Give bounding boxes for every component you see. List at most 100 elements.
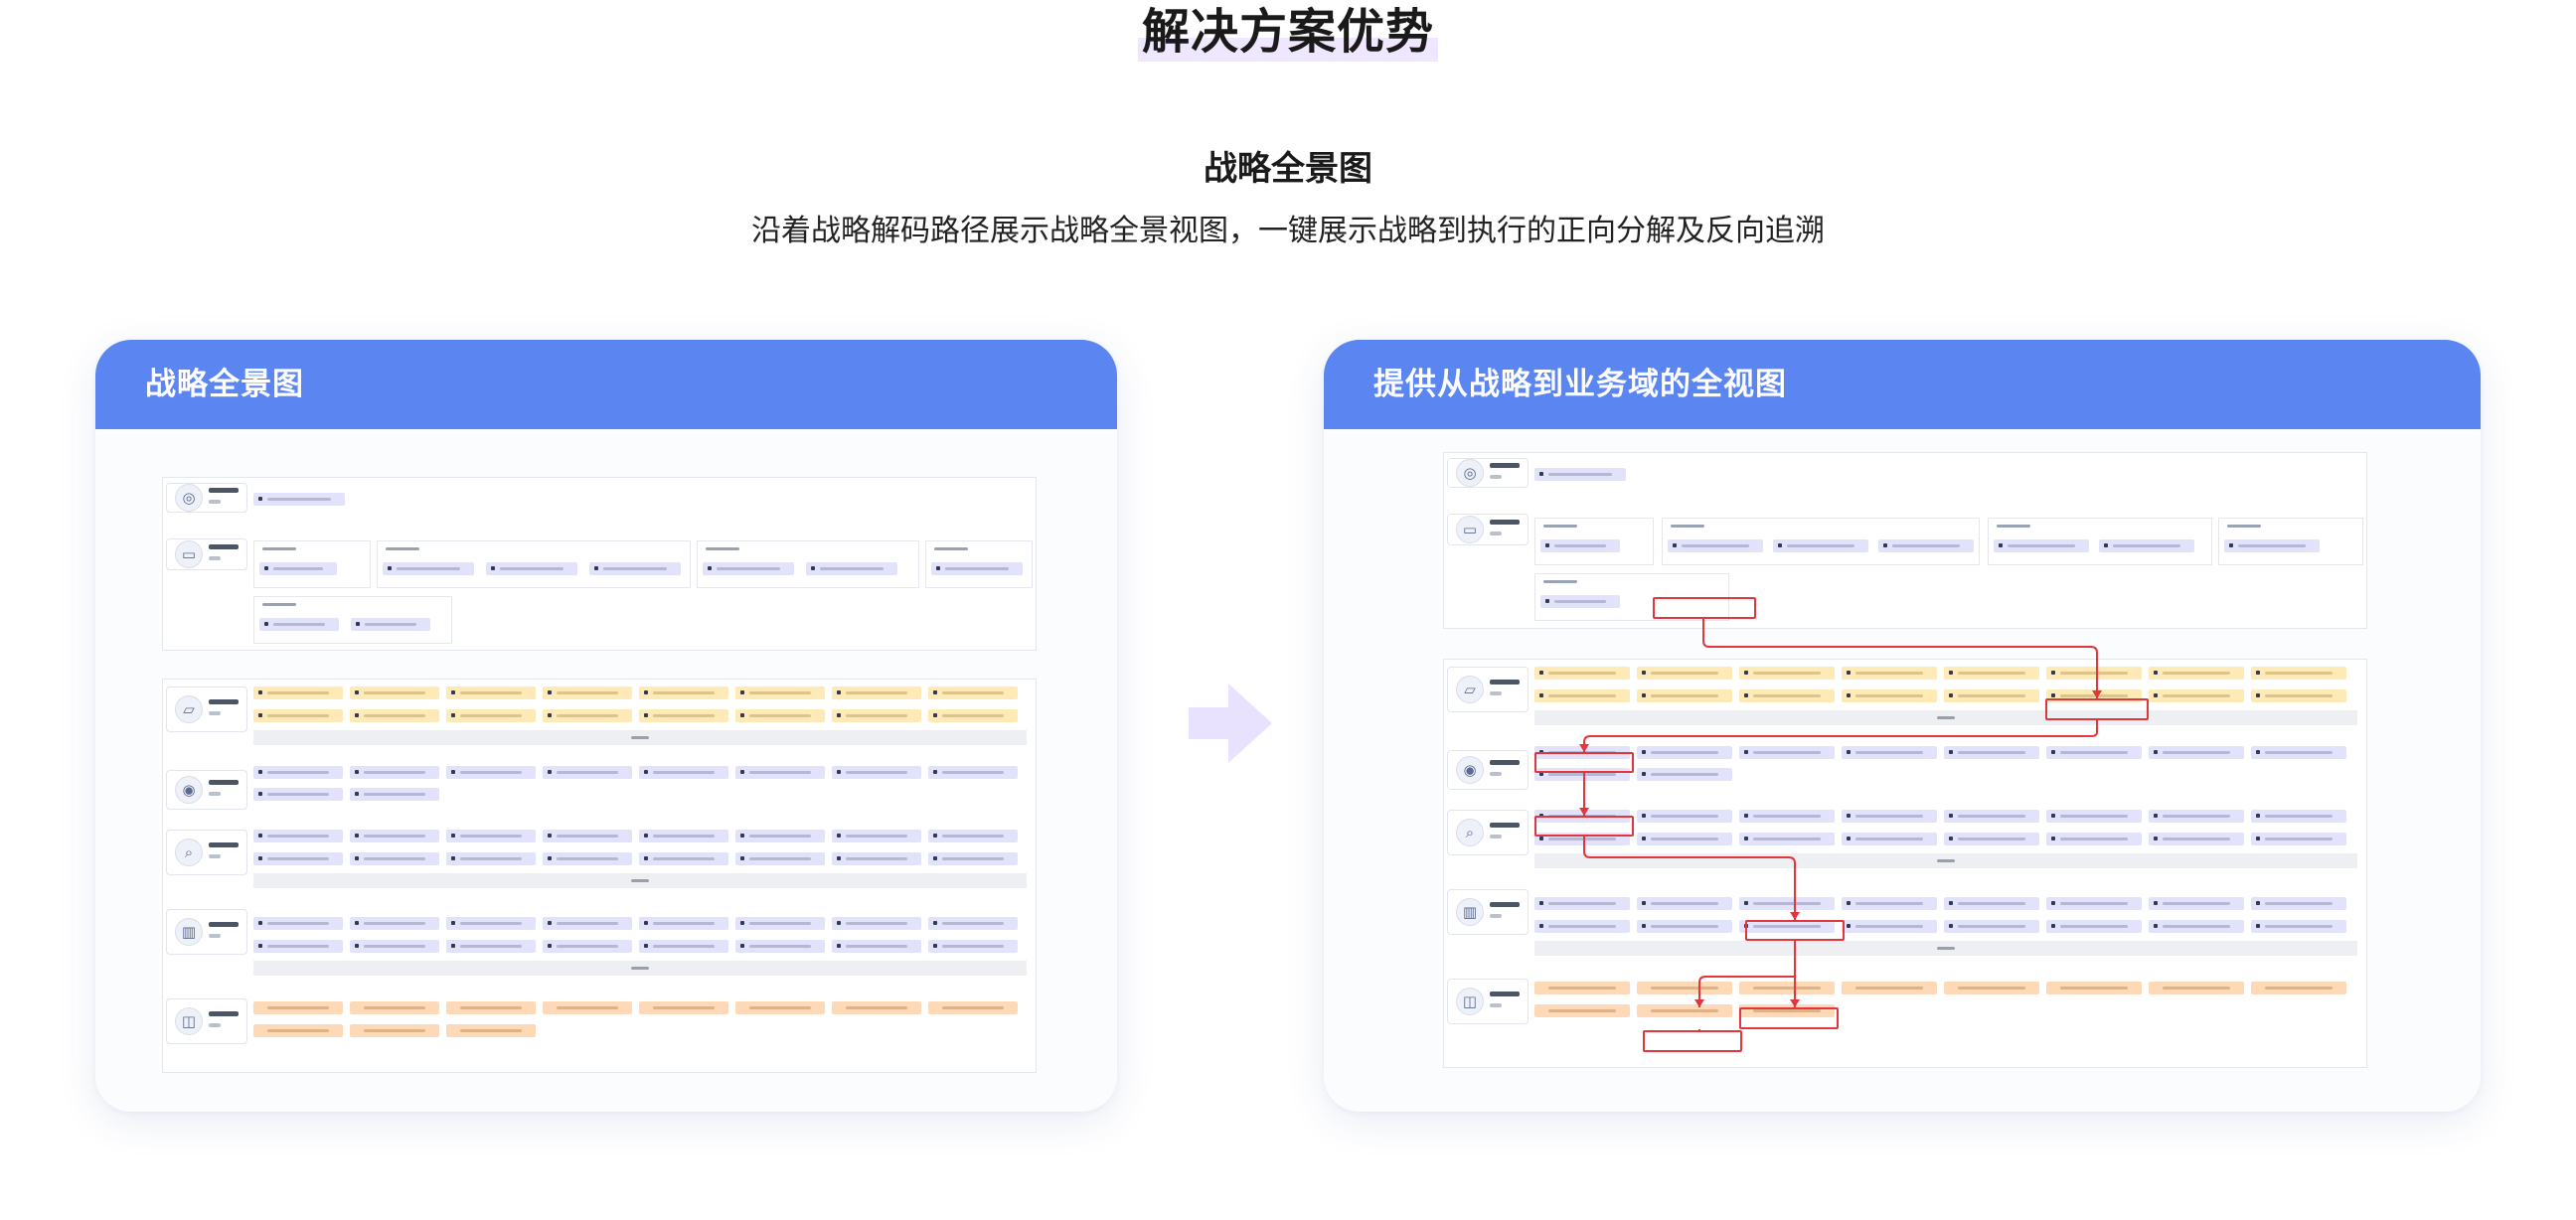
map-node	[832, 1001, 921, 1014]
map-node	[1739, 897, 1835, 910]
map-node	[1944, 746, 2039, 759]
map-node	[543, 940, 632, 953]
map-node	[2046, 920, 2142, 933]
map-node	[589, 562, 681, 575]
map-node	[2149, 982, 2244, 994]
map-node	[735, 917, 825, 930]
map-node	[2251, 746, 2346, 759]
map-node	[928, 917, 1018, 930]
main-title-wrap: 解决方案优势	[0, 2, 2576, 62]
row-label: ◉	[1447, 750, 1529, 790]
row-label-text	[1490, 680, 1520, 685]
section-description: 沿着战略解码路径展示战略全景视图，一键展示战略到执行的正向分解及反向追溯	[751, 214, 1825, 248]
map-node	[639, 830, 728, 842]
map-node	[1944, 833, 2039, 845]
row-label-count	[209, 934, 221, 938]
show-more-bar	[253, 961, 1027, 976]
business-domain-icon: ◫	[1456, 988, 1484, 1015]
group-title	[1543, 525, 1577, 528]
map-node	[832, 686, 921, 699]
map-node	[253, 917, 343, 930]
row-label-text	[209, 544, 239, 549]
map-node	[2251, 897, 2346, 910]
map-node	[253, 1024, 343, 1037]
row-label-count	[1490, 772, 1502, 776]
map-node	[832, 766, 921, 779]
trace-arrowhead	[1579, 744, 1589, 752]
map-node	[2224, 539, 2320, 552]
map-node	[928, 686, 1018, 699]
main-title: 解决方案优势	[1137, 2, 1438, 62]
strategy-map-card: 战略全景图 ◎▭▱◉⌕▥◫	[95, 340, 1117, 1112]
group-title	[2227, 525, 2261, 528]
map-node	[383, 562, 474, 575]
map-node	[350, 1024, 439, 1037]
row-label: ◎	[1447, 458, 1529, 488]
map-node	[1637, 810, 1732, 823]
map-node	[1878, 539, 1974, 552]
map-node	[446, 917, 536, 930]
map-node	[350, 940, 439, 953]
row-label-count	[209, 711, 221, 715]
map-node	[543, 917, 632, 930]
row-label-text	[1490, 823, 1520, 828]
map-node	[928, 709, 1018, 722]
row-label-count	[209, 1023, 221, 1027]
map-node	[928, 852, 1018, 865]
show-more-bar	[253, 730, 1027, 745]
map-node	[1534, 1004, 1630, 1017]
row-label-text	[209, 1011, 239, 1016]
map-node	[259, 618, 339, 631]
map-node	[253, 493, 345, 506]
row-label: ◫	[166, 998, 247, 1044]
map-node	[1842, 689, 1937, 702]
row-label: ◉	[166, 770, 247, 810]
row-label-count	[1490, 914, 1502, 918]
map-node	[1773, 539, 1868, 552]
map-node	[1739, 689, 1835, 702]
row-label-count	[209, 556, 221, 560]
map-node	[253, 830, 343, 842]
map-node	[1842, 982, 1937, 994]
map-node	[446, 1024, 536, 1037]
strategy-map-thumbnail: ◎▭▱◉⌕▥◫	[162, 477, 1037, 1073]
map-node	[446, 766, 536, 779]
map-node	[735, 766, 825, 779]
row-label-count	[1490, 475, 1502, 479]
map-node	[832, 830, 921, 842]
map-node	[446, 709, 536, 722]
map-node	[639, 766, 728, 779]
map-node	[351, 618, 430, 631]
map-node	[928, 830, 1018, 842]
map-node	[1739, 667, 1835, 680]
map-node	[350, 788, 439, 801]
row-label-text	[209, 488, 239, 493]
map-node	[2046, 667, 2142, 680]
map-node	[1534, 689, 1630, 702]
section-subtitle: 战略全景图	[1204, 149, 1372, 189]
show-more-bar	[253, 873, 1027, 888]
map-node	[543, 1001, 632, 1014]
map-node	[1534, 920, 1630, 933]
map-node	[1944, 667, 2039, 680]
group-title	[1671, 525, 1704, 528]
row-label-text	[1490, 991, 1520, 996]
map-node	[1842, 833, 1937, 845]
map-node	[703, 562, 794, 575]
map-node	[2251, 833, 2346, 845]
row-label-count	[209, 792, 221, 796]
row-label: ▱	[166, 686, 247, 732]
arrow-right-icon	[1189, 684, 1272, 763]
map-node	[1637, 1004, 1732, 1017]
trace-line	[1583, 837, 1796, 920]
capability-icon: ▥	[1456, 898, 1484, 926]
row-label-text	[1490, 463, 1520, 468]
full-view-card: 提供从战略到业务域的全视图 ◎▭▱◉⌕▥◫	[1324, 340, 2481, 1112]
target-icon: ◉	[1456, 756, 1484, 784]
map-node	[1944, 920, 2039, 933]
row-label-count	[209, 854, 221, 858]
map-node	[1637, 689, 1732, 702]
map-node	[832, 917, 921, 930]
map-node	[446, 852, 536, 865]
map-node	[350, 917, 439, 930]
